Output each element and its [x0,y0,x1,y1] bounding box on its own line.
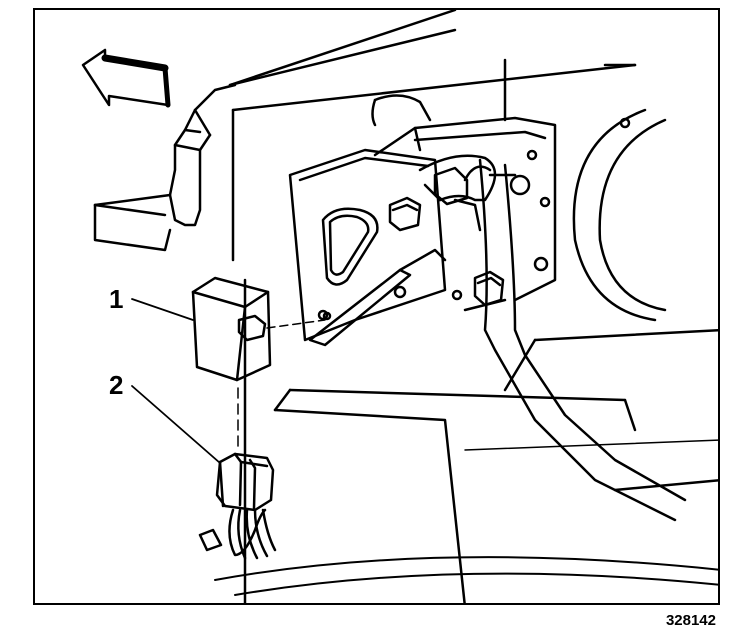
bracket-bolts [388,166,549,307]
dash-panel [214,10,718,603]
left-bracket [93,83,237,252]
figure-id: 328142 [665,612,716,629]
module [191,276,332,382]
brake-pedal-assembly-illustration [81,10,718,603]
illustration-frame: 1 2 [33,8,720,605]
callout-1: 1 [109,284,124,314]
brake-pedal-arm [418,154,687,522]
callout-2: 2 [109,370,124,400]
electrical-connector [198,387,277,560]
callout-leaders [131,298,221,464]
forward-arrow-icon [81,48,171,108]
pedal-support-bracket [288,94,557,347]
booster-opening [572,108,667,322]
